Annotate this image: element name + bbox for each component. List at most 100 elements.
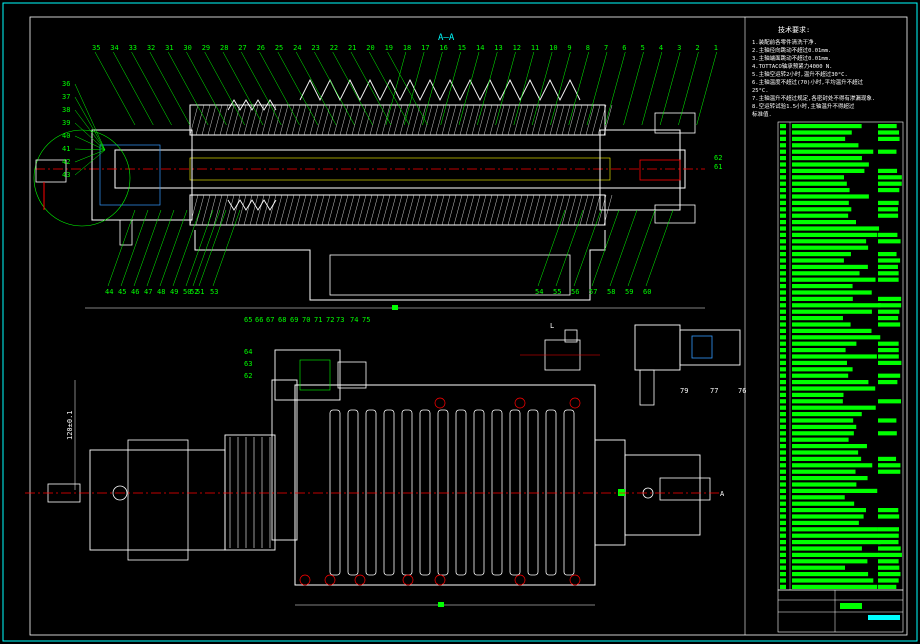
callout-label: 30: [183, 44, 191, 52]
hatch-line: [387, 104, 397, 136]
parts-row-num: [780, 584, 786, 589]
parts-row: [792, 514, 864, 519]
parts-row: [792, 437, 849, 442]
hatch-line: [381, 194, 391, 226]
callout-label: 60: [643, 288, 651, 296]
hatch-line: [423, 104, 433, 136]
note-line: 8.空运转试验1.5小时,主轴温升不得超过: [752, 102, 855, 110]
hatch-line: [291, 194, 301, 226]
parts-row-cell: [878, 527, 899, 532]
parts-row-cell: [878, 552, 902, 557]
parts-row-cell: [878, 373, 901, 378]
hatch-line: [447, 104, 457, 136]
callout-label: 21: [348, 44, 356, 52]
hatch-line: [579, 104, 589, 136]
leader-line: [259, 51, 300, 126]
parts-row-cell: [878, 175, 902, 180]
callout-label: 74: [350, 316, 358, 324]
bolt-hole: [514, 397, 526, 409]
leader-line: [678, 51, 699, 126]
leaders-top: [74, 51, 717, 287]
parts-row: [792, 354, 877, 359]
cylinder-sensor: [639, 369, 655, 406]
hatch-line: [243, 194, 253, 226]
pulley-front-grooves: [229, 437, 271, 548]
hatch-line: [225, 194, 235, 226]
callout-label: 5: [641, 44, 645, 52]
detail-small: L: [520, 322, 600, 371]
hatch-line: [213, 104, 223, 136]
hdim-marker: [438, 602, 444, 607]
parts-row-cell: [878, 360, 902, 365]
leader-line: [314, 51, 355, 126]
parts-row-num: [780, 207, 786, 212]
parts-row: [792, 463, 873, 468]
hatch-line: [567, 104, 577, 136]
parts-row-cell: [878, 149, 897, 154]
parts-row-num: [780, 232, 786, 237]
parts-row-num: [780, 271, 786, 276]
pulley-left-lower: [227, 199, 277, 211]
parts-row-cell: [878, 213, 899, 218]
parts-row-num: [780, 130, 786, 135]
hatch-line: [201, 194, 211, 226]
parts-row-num: [780, 175, 786, 180]
inner-frame: [29, 16, 908, 636]
parts-row: [792, 380, 869, 385]
parts-row: [792, 232, 878, 237]
parts-row: [792, 341, 857, 346]
bolt-hole: [569, 574, 581, 586]
hatch-line: [483, 104, 493, 136]
parts-row-num: [780, 552, 786, 557]
encoder-inner: [99, 144, 161, 206]
hatch-line: [297, 194, 307, 226]
cyl-label-77: 77: [710, 387, 718, 395]
leader-line: [74, 149, 106, 176]
parts-row: [792, 559, 868, 564]
leader-line: [387, 51, 428, 126]
pedestal-cavity: [329, 254, 571, 296]
parts-row: [792, 546, 862, 551]
hatch-line: [435, 104, 445, 136]
hatch-line: [579, 194, 589, 226]
hatch-line: [357, 194, 367, 226]
bolt-hole: [514, 574, 526, 586]
spindle-bore: [189, 157, 611, 181]
rear-motor-inner: [127, 439, 189, 561]
parts-row-num: [780, 476, 786, 481]
parts-row: [792, 501, 855, 506]
chuck-jaw: [639, 159, 681, 181]
bolt-hole: [569, 397, 581, 409]
callout-label: 66: [255, 316, 263, 324]
hatch-line: [363, 194, 373, 226]
title-block: [777, 589, 904, 633]
pulley-grooves-top: [299, 78, 581, 102]
hatch-line: [435, 194, 445, 226]
callout-label: 69: [290, 316, 298, 324]
parts-row: [792, 200, 849, 205]
pedestal: [194, 230, 606, 301]
parts-row-num: [780, 348, 786, 353]
callout-label: 33: [129, 44, 137, 52]
callout-label: 53: [210, 288, 218, 296]
hatch-line: [453, 104, 463, 136]
hatch-line: [351, 104, 361, 136]
parts-row-num: [780, 226, 786, 231]
encoder-body: [91, 129, 193, 221]
parts-row-cell: [878, 130, 900, 135]
parts-row: [792, 399, 843, 404]
parts-row-num: [780, 290, 786, 295]
callout-label: 36: [62, 80, 70, 88]
callout-label: 39: [62, 119, 70, 127]
parts-row: [792, 348, 846, 353]
callout-label: 45: [118, 288, 126, 296]
parts-row-cell: [878, 296, 902, 301]
parts-row: [792, 124, 862, 129]
hatch-line: [405, 194, 415, 226]
leader-line: [133, 209, 162, 287]
parts-row-num: [780, 482, 786, 487]
bolt-hole: [354, 574, 366, 586]
parts-row: [792, 277, 876, 282]
parts-row: [792, 405, 876, 410]
